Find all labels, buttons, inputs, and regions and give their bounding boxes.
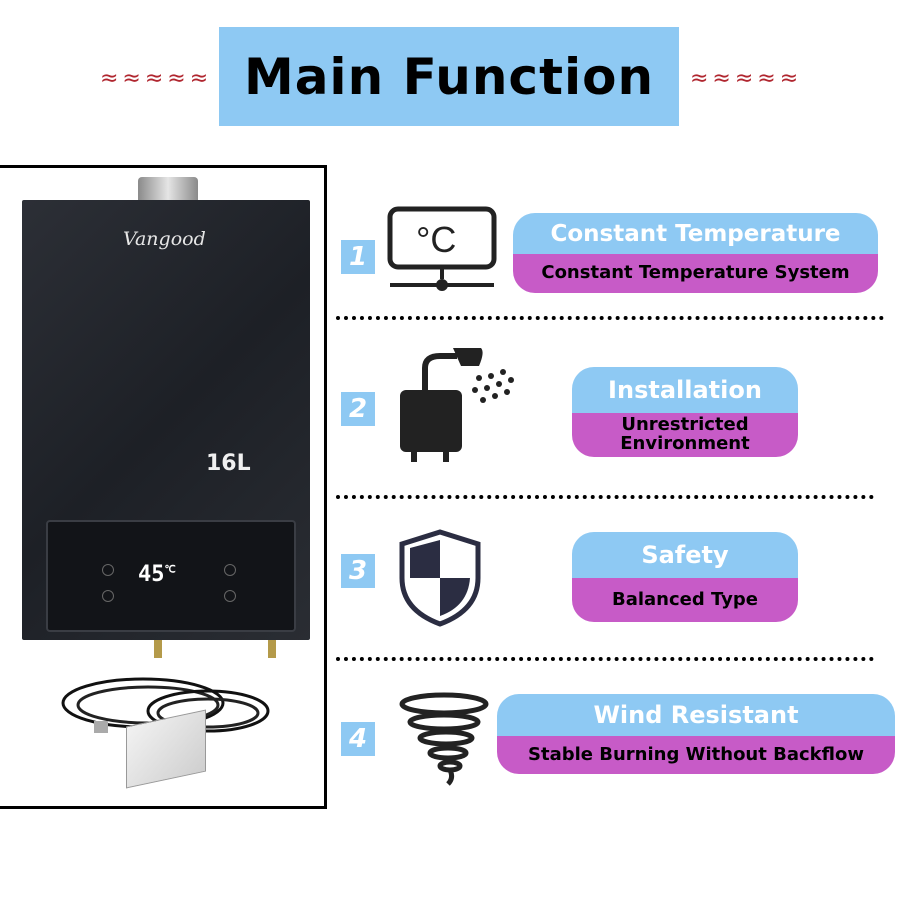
feature-card-constant-temperature: Constant Temperature Constant Temperatur… — [513, 213, 878, 293]
control-panel: 45℃ — [46, 520, 296, 632]
display-temp-value: 45 — [138, 562, 165, 587]
thermometer-monitor-icon: °C — [387, 206, 497, 291]
divider — [336, 316, 884, 320]
step-number-4: 4 — [341, 722, 375, 756]
feature-title: Installation — [572, 367, 798, 413]
feature-subtitle: Unrestricted Environment — [572, 413, 798, 457]
temperature-display: 45℃ — [138, 562, 176, 587]
step-number-2: 2 — [341, 392, 375, 426]
title-banner: Main Function — [219, 27, 679, 126]
feature-subtitle-line2: Environment — [620, 433, 750, 454]
feature-subtitle-line1: Unrestricted — [621, 414, 749, 436]
feature-card-installation: Installation Unrestricted Environment — [572, 367, 798, 457]
remote-control-with-cable — [58, 673, 288, 798]
feature-title: Constant Temperature — [513, 213, 878, 254]
page-title: Main Function — [243, 47, 655, 106]
shower-heater-icon — [400, 348, 514, 462]
shield-icon — [399, 529, 481, 627]
panel-button — [224, 564, 236, 576]
capacity-label: 16L — [206, 451, 251, 476]
divider — [336, 657, 874, 661]
decorative-squiggle-right: ≈≈≈≈≈ — [690, 66, 803, 91]
tornado-icon — [399, 692, 489, 786]
svg-text:°C: °C — [416, 219, 456, 260]
feature-title: Wind Resistant — [497, 694, 895, 736]
step-number-1: 1 — [341, 240, 375, 274]
gas-pipe — [268, 640, 276, 658]
water-heater-body: Vangood 16L 45℃ — [22, 200, 310, 640]
feature-subtitle: Balanced Type — [572, 578, 798, 622]
panel-button — [102, 590, 114, 602]
display-temp-unit: ℃ — [164, 564, 176, 576]
feature-subtitle: Stable Burning Without Backflow — [497, 736, 895, 774]
feature-card-safety: Safety Balanced Type — [572, 532, 798, 622]
feature-title: Safety — [572, 532, 798, 578]
feature-subtitle: Constant Temperature System — [513, 254, 878, 293]
heater-flue — [138, 177, 198, 203]
feature-card-wind-resistant: Wind Resistant Stable Burning Without Ba… — [497, 694, 895, 774]
water-pipe — [154, 640, 162, 658]
decorative-squiggle-left: ≈≈≈≈≈ — [100, 66, 213, 91]
panel-button — [102, 564, 114, 576]
panel-button — [224, 590, 236, 602]
step-number-3: 3 — [341, 554, 375, 588]
product-image-frame: Vangood 16L 45℃ — [0, 165, 327, 809]
divider — [336, 495, 874, 499]
brand-logo: Vangood — [123, 228, 206, 250]
